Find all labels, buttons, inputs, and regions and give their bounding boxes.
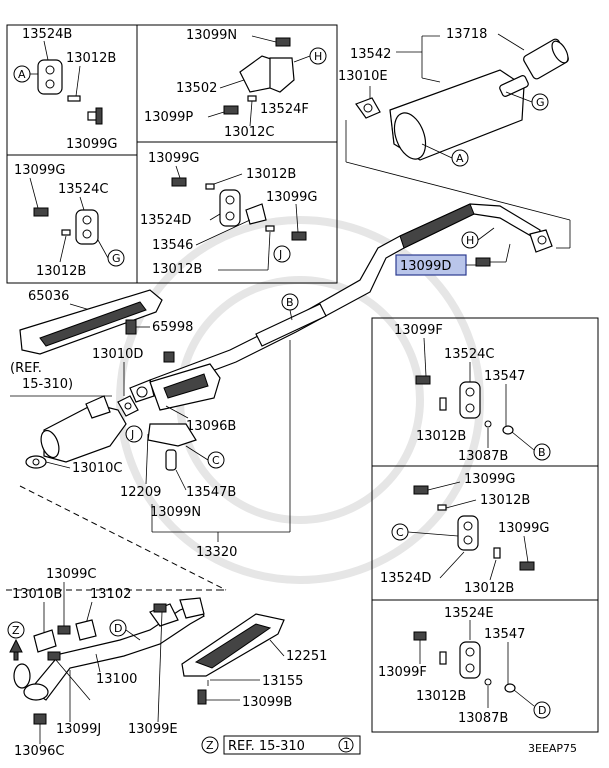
- label-13524C-a: 13524C: [58, 182, 108, 197]
- label-ref-a1: (REF.: [10, 361, 42, 376]
- label-13010D: 13010D: [92, 347, 143, 362]
- label-13012B-g: 13012B: [464, 581, 514, 596]
- label-ref-b: REF. 15-310: [228, 739, 305, 754]
- label-13096B: 13096B: [186, 419, 236, 434]
- panel-hanger-g: 13099G 13524C 13012B G: [14, 163, 125, 279]
- label-13099G-a: 13099G: [66, 137, 117, 152]
- label-13546: 13546: [152, 238, 193, 253]
- label-13012B-h: 13012B: [416, 689, 466, 704]
- label-13099B: 13099B: [242, 695, 292, 710]
- callout-H-1: H: [314, 50, 322, 63]
- label-13718: 13718: [446, 27, 487, 42]
- label-13012B-e: 13012B: [416, 429, 466, 444]
- label-13524D-a: 13524D: [140, 213, 191, 228]
- lower-front-pipe: 13099C 13010B 13102 Z D 13100 13099J 130…: [6, 567, 226, 759]
- label-13012B-d: 13012B: [152, 262, 202, 277]
- callout-1: 1: [343, 739, 350, 752]
- callout-B-1: B: [286, 296, 294, 309]
- label-13100: 13100: [96, 672, 137, 687]
- label-13099F-a: 13099F: [394, 323, 443, 338]
- label-13547B: 13547B: [186, 485, 236, 500]
- label-13102: 13102: [90, 587, 131, 602]
- label-13155: 13155: [262, 674, 303, 689]
- label-13547-a: 13547: [484, 369, 525, 384]
- heat-shield-12251: 12251 13155 13099B: [181, 613, 327, 710]
- callout-B-2: B: [538, 446, 546, 459]
- label-13087B-b: 13087B: [458, 711, 508, 726]
- label-13010E: 13010E: [338, 69, 388, 84]
- label-13524E: 13524E: [444, 606, 494, 621]
- callout-J-1: J: [278, 248, 282, 261]
- label-65036: 65036: [28, 289, 69, 304]
- panel-hanger-d: 13524E 13547 13099F 13012B 13087B D: [378, 606, 551, 726]
- callout-C-2: C: [396, 526, 404, 539]
- panel-hanger-b: 13099F 13524C 13547 13012B 13087B B: [394, 323, 551, 464]
- label-13320: 13320: [196, 545, 237, 560]
- label-13012B-b: 13012B: [36, 264, 86, 279]
- label-13099N-top: 13099N: [186, 28, 237, 43]
- label-13099G-c: 13099G: [148, 151, 199, 166]
- label-13524B: 13524B: [22, 27, 72, 42]
- callout-C-1: C: [212, 454, 220, 467]
- label-13502: 13502: [176, 81, 217, 96]
- front-pipe-area: (REF. 15-310) 13010D 13096B J C 13010C 1…: [10, 340, 291, 591]
- inset-box-right: [371, 317, 599, 733]
- panel-hanger-j: 13099G 13012B 13099G 13524D 13546 J 1301…: [140, 151, 317, 277]
- label-13099G-d: 13099G: [266, 190, 317, 205]
- label-13099F-b: 13099F: [378, 665, 427, 680]
- label-13012C: 13012C: [224, 125, 274, 140]
- callout-D-2: D: [114, 622, 122, 635]
- label-13099E: 13099E: [128, 722, 178, 737]
- footer-code: 3EEAP75: [528, 742, 577, 755]
- label-13010B: 13010B: [12, 587, 62, 602]
- label-13099G-b: 13099G: [14, 163, 65, 178]
- label-13012B-a: 13012B: [66, 51, 116, 66]
- callout-J-2: J: [130, 428, 134, 441]
- label-13099C: 13099C: [46, 567, 96, 582]
- callout-Z-1: Z: [12, 624, 20, 637]
- label-12251: 12251: [286, 649, 327, 664]
- label-13524D-b: 13524D: [380, 571, 431, 586]
- callout-A-1: A: [18, 68, 26, 81]
- label-13099N: 13099N: [150, 505, 201, 520]
- callout-G-1: G: [112, 252, 121, 265]
- label-13096C: 13096C: [14, 744, 64, 759]
- label-13524C-b: 13524C: [444, 347, 494, 362]
- label-13012B-c: 13012B: [246, 167, 296, 182]
- label-12209: 12209: [120, 485, 161, 500]
- label-13099J: 13099J: [56, 722, 101, 737]
- label-13012B-f: 13012B: [480, 493, 530, 508]
- center-pipe: H B: [149, 203, 553, 393]
- footer: Z REF. 15-310 1 3EEAP75: [201, 735, 577, 755]
- label-13099D: 13099D: [400, 259, 451, 274]
- muffler-assembly: 13542 13718 13010E G A: [338, 27, 571, 249]
- label-13087B-a: 13087B: [458, 449, 508, 464]
- panel-hanger-c: 13099G 13012B 13099G C 13524D 13012B: [380, 472, 549, 596]
- highlight-13099D[interactable]: 13099D: [395, 243, 511, 276]
- label-13542: 13542: [350, 47, 391, 62]
- label-ref-a2: 15-310): [22, 377, 73, 392]
- callout-G-2: G: [536, 96, 545, 109]
- callout-D-1: D: [538, 704, 546, 717]
- callout-Z-2: Z: [206, 739, 214, 752]
- callout-H-2: H: [466, 234, 474, 247]
- panel-hanger-h: 13099N H 13502 13099P 13524F 13012C: [144, 28, 327, 140]
- panel-hanger-a: 13524B A 13012B 13099G: [13, 27, 117, 152]
- label-13099P: 13099P: [144, 110, 193, 125]
- inset-box-top-left: [6, 24, 338, 284]
- callout-A-2: A: [456, 152, 464, 165]
- label-13099G-e: 13099G: [464, 472, 515, 487]
- heat-protector: 65036 65998: [19, 289, 193, 355]
- label-13099G-f: 13099G: [498, 521, 549, 536]
- label-13010C: 13010C: [72, 461, 122, 476]
- label-13547-b: 13547: [484, 627, 525, 642]
- label-13524F: 13524F: [260, 102, 309, 117]
- label-65998: 65998: [152, 320, 193, 335]
